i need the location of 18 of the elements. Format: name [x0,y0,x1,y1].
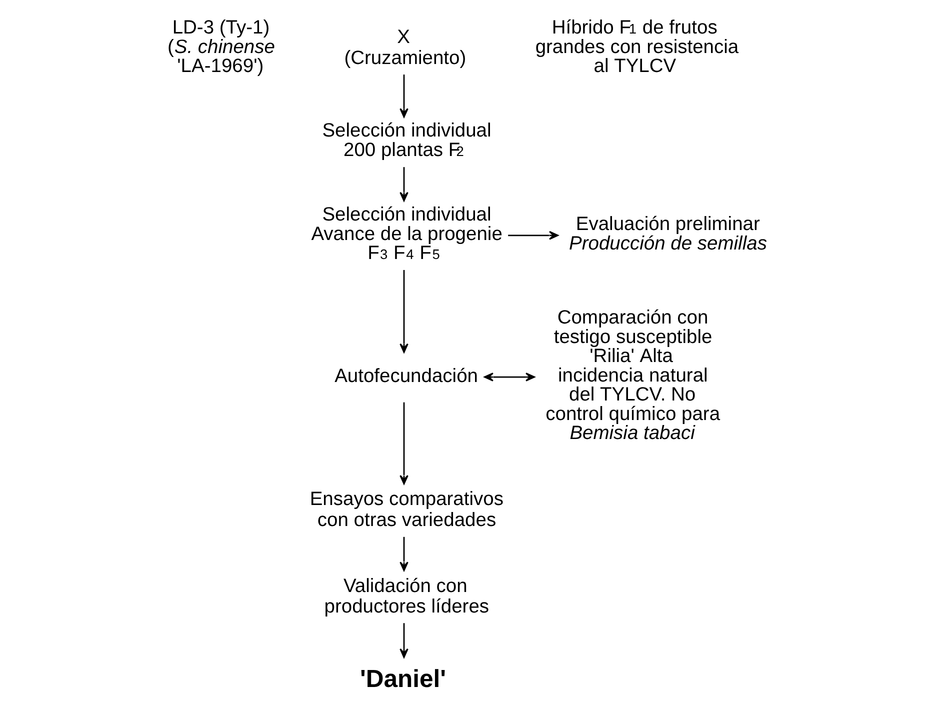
node-text: 'Daniel' [360,666,446,693]
arrow [483,372,535,382]
arrow [399,402,408,485]
arrow [508,230,558,240]
arrow [399,167,408,202]
node-text: Ensayos comparativos con otras variedades [309,489,503,531]
node-text: Híbrido F1 de frutos grandes con resistencia al TYLCV [534,18,738,78]
node-text: Selección individual Avance de la progenie F3 F4 F5 [310,204,502,264]
arrow [399,270,408,353]
arrow [399,74,408,118]
node-text: Validación con productores líderes [324,576,489,618]
node-text: X (Cruzamiento) [344,27,466,69]
node-text: Comparación con testigo susceptible 'Rilia' Alta incidencia natural del TYLCV. No control químico para Bemisia tabaci [545,308,720,444]
arrow [399,536,408,572]
arrow [399,623,408,658]
node-text: Autofecundación [334,366,478,388]
node-text: Evaluación preliminar Producción de semillas [568,214,766,254]
node-text: LD-3 (Ty-1) (S. chinense 'LA-1969') [167,18,274,78]
